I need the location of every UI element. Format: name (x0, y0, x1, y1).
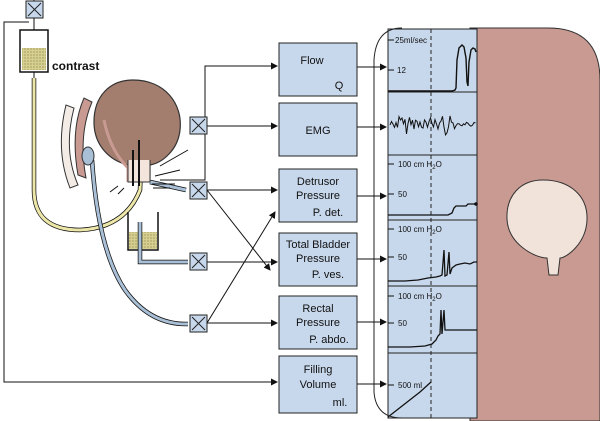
trace-bracket (373, 27, 403, 419)
emg-signal (389, 114, 476, 137)
detrusor-symbol: P. det. (313, 207, 343, 219)
detrusor-trace-panel: 100 cm H2O 50 (388, 160, 478, 216)
bladder-symbol: P. ves. (312, 269, 344, 281)
rectal-curve (388, 309, 477, 348)
transducer-bladder (189, 181, 208, 200)
flow-trace-panel: 25ml/sec 12 (388, 36, 477, 92)
rectal-subtitle: Pressure (296, 317, 340, 329)
flow-title: Flow (300, 55, 323, 67)
volume-scale-mid: 500 ml (398, 381, 422, 390)
bladder-title: Total Bladder (286, 239, 351, 251)
transducer-emg (189, 116, 208, 135)
bladder-scale-top: 100 cm H2O (398, 225, 442, 236)
transducer-rectal (189, 314, 208, 333)
flow-scale-top: 25ml/sec (395, 36, 427, 45)
contrast-label: contrast (52, 59, 99, 73)
box-to-trace-arrows (357, 63, 387, 388)
label-box-bladder: Total Bladder Pressure P. ves. (278, 232, 358, 287)
label-box-flow: Flow Q (278, 42, 358, 97)
reference-cup (127, 212, 159, 251)
bladder-scale-mid: 50 (398, 253, 407, 262)
rectal-scale-mid: 50 (398, 319, 407, 328)
volume-unit: ml. (333, 397, 348, 409)
bladder-curve (388, 249, 477, 282)
volume-curve (387, 381, 432, 418)
label-box-volume: Filling Volume ml. (278, 355, 358, 414)
label-box-detrusor: Detrusor Pressure P. det. (278, 168, 358, 223)
volume-trace-panel: 500 ml (387, 381, 432, 418)
trace-column (387, 28, 478, 419)
detrusor-scale-mid: 50 (398, 190, 407, 199)
rectal-trace-panel: 100 cm H2O 50 (388, 292, 477, 348)
volume-subtitle: Volume (300, 379, 337, 391)
detrusor-title: Detrusor (297, 176, 340, 188)
transducer-reference (189, 252, 208, 271)
flow-scale-mid: 12 (397, 66, 406, 75)
rectal-symbol: P. abdo. (309, 334, 349, 346)
rectal-scale-top: 100 cm H2O (398, 292, 442, 303)
label-box-emg: EMG (278, 102, 358, 157)
contrast-syringe (19, 18, 49, 78)
flow-curve (388, 44, 477, 92)
flow-symbol: Q (335, 80, 344, 92)
volume-title: Filling (304, 364, 333, 376)
bladder-trace-panel: 100 cm H2O 50 (388, 225, 477, 282)
emg-title: EMG (305, 125, 330, 137)
pump-transducer (25, 0, 44, 19)
rectal-title: Rectal (302, 303, 333, 315)
bladder-silhouette (506, 179, 588, 276)
detrusor-subtitle: Pressure (296, 190, 340, 202)
bladder-subtitle: Pressure (296, 253, 340, 265)
emg-trace-panel (389, 114, 476, 137)
detrusor-scale-top: 100 cm H2O (398, 160, 442, 171)
label-box-rectal: Rectal Pressure P. abdo. (278, 295, 358, 350)
pelvic-anatomy (60, 79, 189, 195)
detrusor-curve (388, 202, 478, 216)
